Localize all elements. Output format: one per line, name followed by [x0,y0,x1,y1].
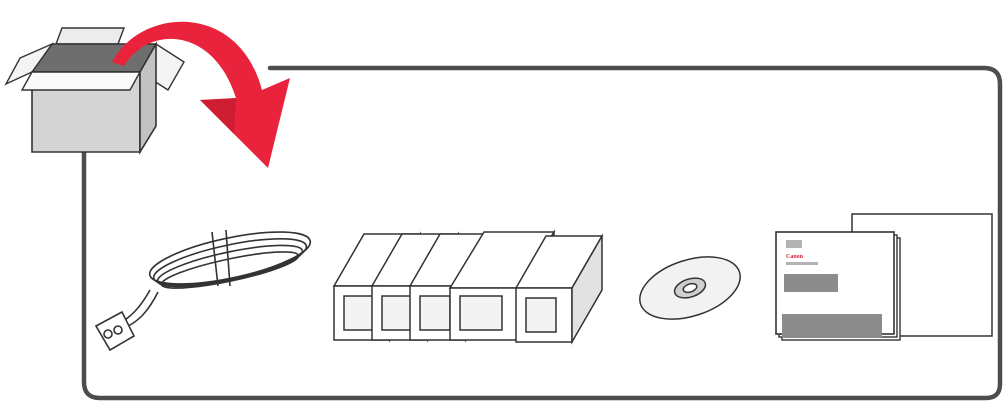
manual-brand-label: Canon [786,254,804,260]
cd-rom-icon [639,256,741,320]
power-cord-icon [94,229,312,352]
ink-cartridge [514,233,604,345]
curved-arrow-icon [112,21,290,168]
contents-frame [81,65,1003,401]
ink-cartridges-icon [332,229,604,345]
manuals-icon: Canon [775,213,993,341]
open-box-icon [4,27,185,155]
